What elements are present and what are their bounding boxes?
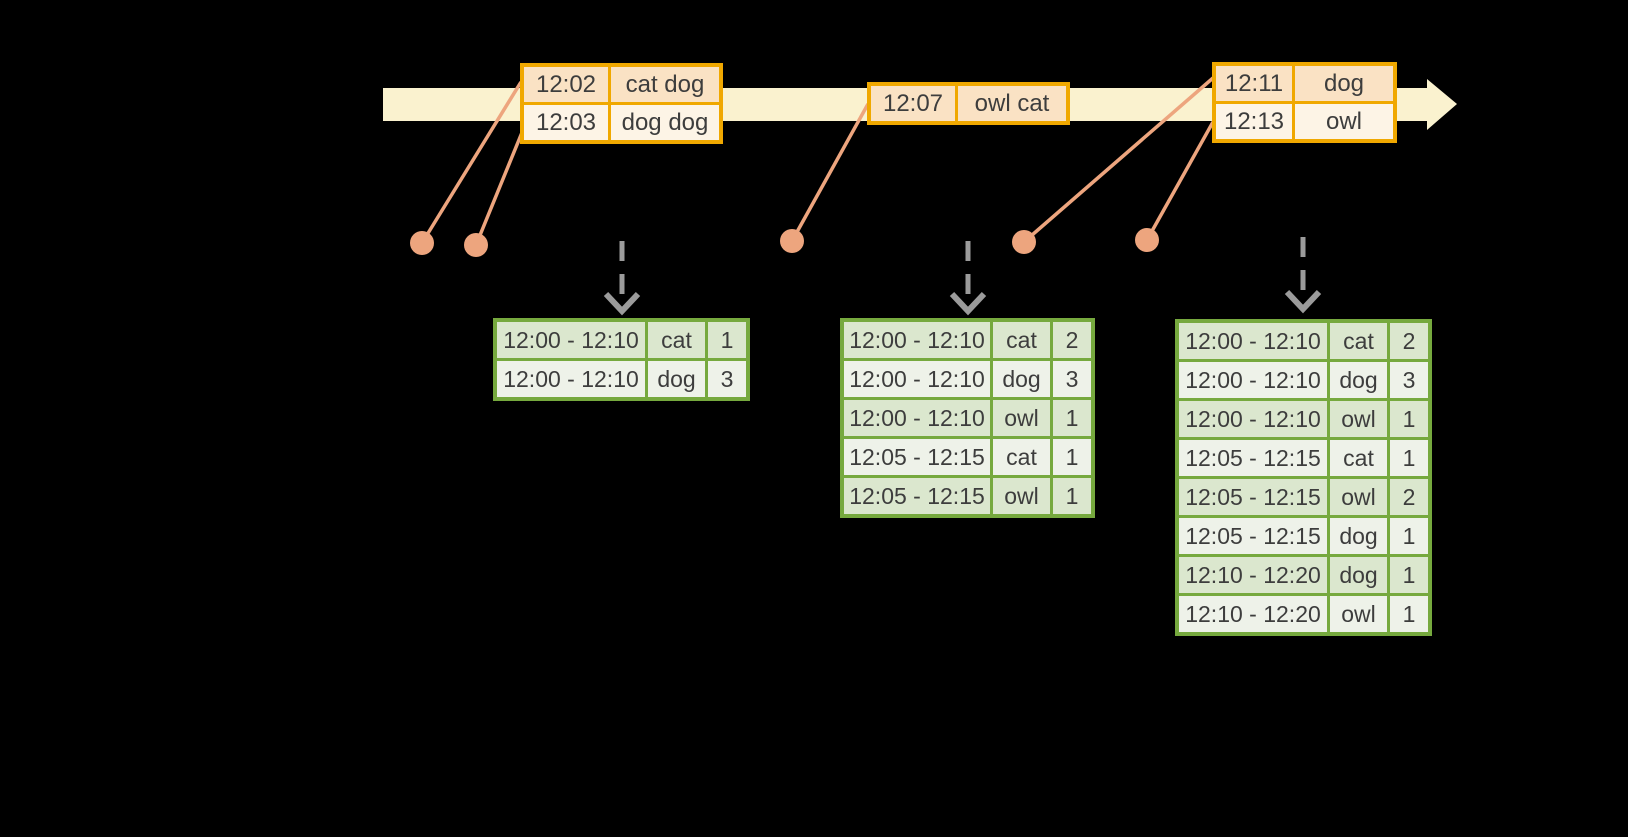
count-cell: 1 — [708, 322, 746, 358]
word-cell: dog — [1330, 362, 1387, 398]
record-line — [1022, 76, 1215, 244]
record-line — [1145, 121, 1215, 241]
count-cell: 3 — [1390, 362, 1428, 398]
trigger-arrow — [603, 241, 641, 316]
timeline-arrowhead-icon — [1427, 79, 1457, 130]
window-cell: 12:00 - 12:10 — [497, 361, 645, 397]
word-cell: owl — [1330, 479, 1387, 515]
count-cell: 2 — [1390, 323, 1428, 359]
window-cell: 12:00 - 12:10 — [844, 322, 990, 358]
event-table-2: 12:07 owl cat — [867, 82, 1070, 125]
record-dot — [1012, 230, 1036, 254]
word-cell: dog — [1330, 518, 1387, 554]
count-cell: 1 — [1390, 596, 1428, 632]
window-cell: 12:05 - 12:15 — [844, 478, 990, 514]
count-cell: 1 — [1053, 478, 1091, 514]
window-cell: 12:00 - 12:10 — [844, 361, 990, 397]
count-cell: 1 — [1390, 440, 1428, 476]
trigger-arrow — [1284, 237, 1322, 314]
event-time-cell: 12:13 — [1216, 104, 1292, 139]
event-table-3: 12:11 dog 12:13 owl — [1212, 62, 1397, 143]
record-dot — [464, 233, 488, 257]
window-cell: 12:00 - 12:10 — [497, 322, 645, 358]
word-cell: dog — [993, 361, 1050, 397]
word-cell: cat — [993, 322, 1050, 358]
word-cell: cat — [648, 322, 705, 358]
result-table-3: 12:00 - 12:10 cat 2 12:00 - 12:10 dog 3 … — [1175, 319, 1432, 636]
word-cell: dog — [648, 361, 705, 397]
event-time-cell: 12:11 — [1216, 66, 1292, 101]
record-dot — [410, 231, 434, 255]
window-cell: 12:10 - 12:20 — [1179, 596, 1327, 632]
event-table-1: 12:02 cat dog 12:03 dog dog — [520, 63, 723, 144]
count-cell: 1 — [1390, 518, 1428, 554]
event-words-cell: cat dog — [611, 67, 719, 102]
trigger-arrow — [949, 241, 987, 316]
count-cell: 1 — [1390, 557, 1428, 593]
word-cell: owl — [993, 400, 1050, 436]
result-table-2: 12:00 - 12:10 cat 2 12:00 - 12:10 dog 3 … — [840, 318, 1095, 518]
event-time-cell: 12:02 — [524, 67, 608, 102]
event-words-cell: dog — [1295, 66, 1393, 101]
window-cell: 12:05 - 12:15 — [1179, 518, 1327, 554]
window-cell: 12:10 - 12:20 — [1179, 557, 1327, 593]
word-cell: owl — [993, 478, 1050, 514]
record-line — [474, 129, 525, 246]
word-cell: cat — [1330, 323, 1387, 359]
count-cell: 1 — [1053, 439, 1091, 475]
window-cell: 12:00 - 12:10 — [1179, 362, 1327, 398]
word-cell: cat — [1330, 440, 1387, 476]
window-cell: 12:05 - 12:15 — [1179, 440, 1327, 476]
word-cell: dog — [1330, 557, 1387, 593]
window-cell: 12:00 - 12:10 — [1179, 323, 1327, 359]
count-cell: 2 — [1053, 322, 1091, 358]
word-cell: owl — [1330, 401, 1387, 437]
event-words-cell: owl cat — [958, 86, 1066, 121]
record-dot — [1135, 228, 1159, 252]
count-cell: 1 — [1053, 400, 1091, 436]
event-time-cell: 12:03 — [524, 105, 608, 140]
word-cell: owl — [1330, 596, 1387, 632]
record-dot — [780, 229, 804, 253]
result-table-1: 12:00 - 12:10 cat 1 12:00 - 12:10 dog 3 — [493, 318, 750, 401]
count-cell: 2 — [1390, 479, 1428, 515]
word-cell: cat — [993, 439, 1050, 475]
event-words-cell: owl — [1295, 104, 1393, 139]
record-line — [790, 103, 870, 242]
count-cell: 3 — [1053, 361, 1091, 397]
count-cell: 1 — [1390, 401, 1428, 437]
window-cell: 12:00 - 12:10 — [844, 400, 990, 436]
record-line — [420, 81, 523, 244]
window-cell: 12:00 - 12:10 — [1179, 401, 1327, 437]
event-words-cell: dog dog — [611, 105, 719, 140]
event-time-cell: 12:07 — [871, 86, 955, 121]
window-cell: 12:05 - 12:15 — [1179, 479, 1327, 515]
window-cell: 12:05 - 12:15 — [844, 439, 990, 475]
count-cell: 3 — [708, 361, 746, 397]
